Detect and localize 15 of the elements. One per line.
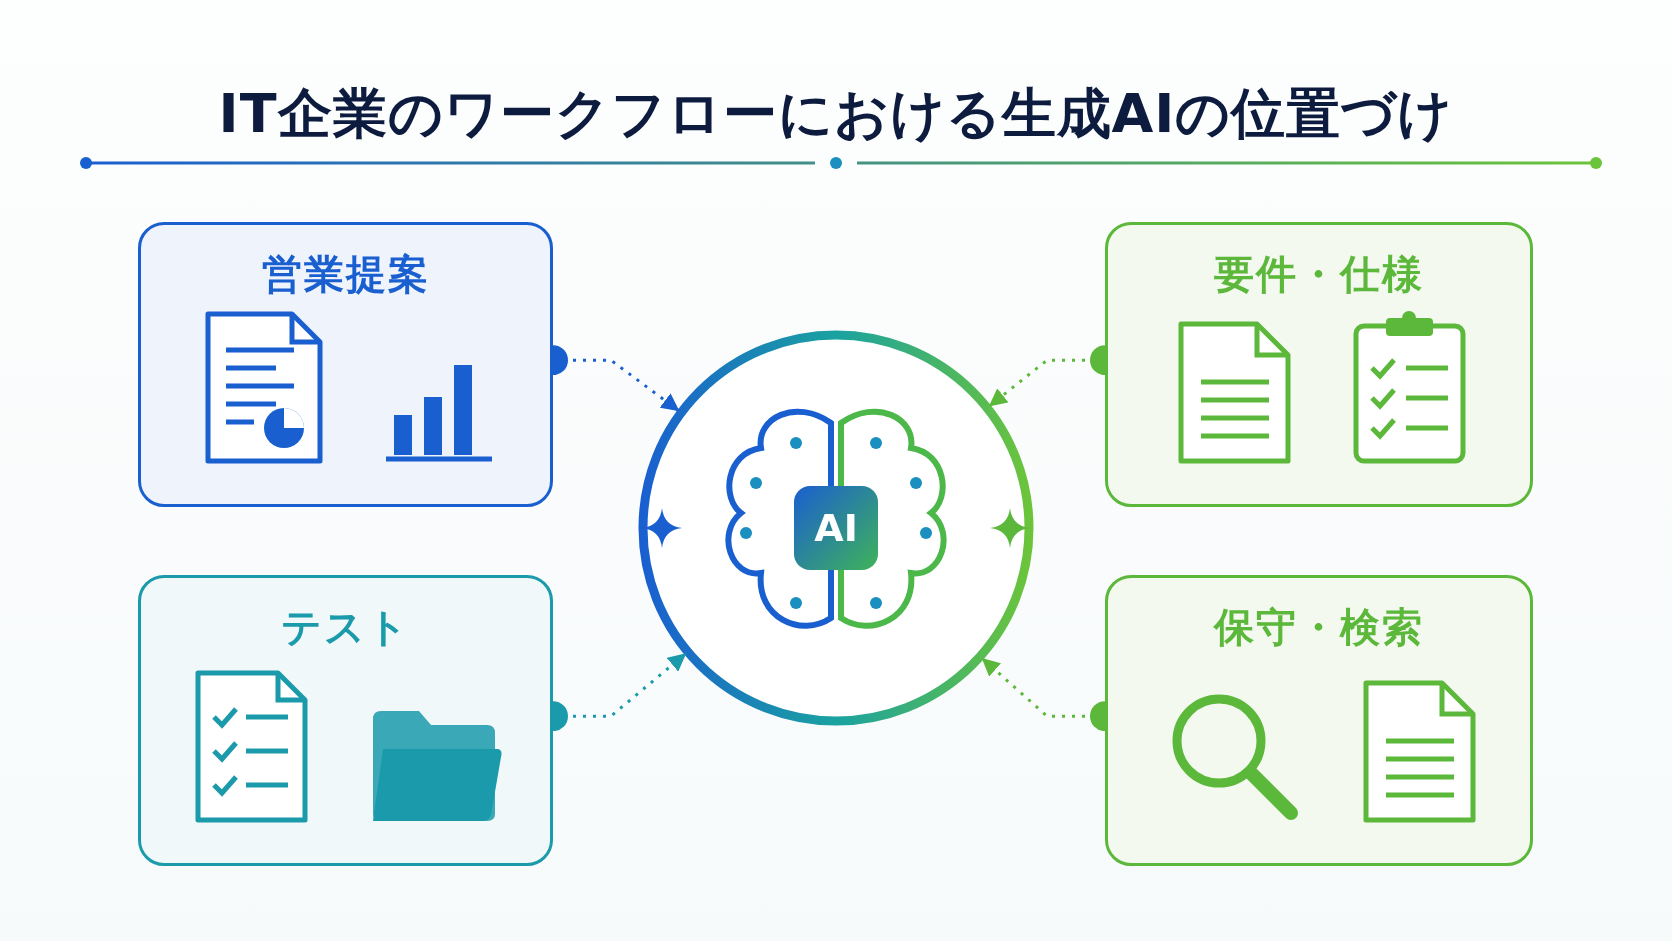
hub-circle [636, 328, 1036, 728]
arrow [553, 653, 687, 732]
category-card [1105, 222, 1533, 507]
category-card [1105, 575, 1533, 866]
card-title: 要件・仕様 [1214, 250, 1424, 299]
card-title: テスト [281, 603, 410, 652]
arrow [988, 345, 1105, 407]
title: IT企業のワークフローにおける生成AIの位置づけ [218, 81, 1454, 147]
card-title: 営業提案 [261, 250, 430, 299]
category-card [138, 222, 553, 507]
arrow [553, 345, 680, 412]
category-card [138, 575, 553, 866]
card-title: 保守・検索 [1214, 603, 1424, 652]
ai-label: AI [794, 486, 878, 570]
arrow [981, 657, 1105, 732]
